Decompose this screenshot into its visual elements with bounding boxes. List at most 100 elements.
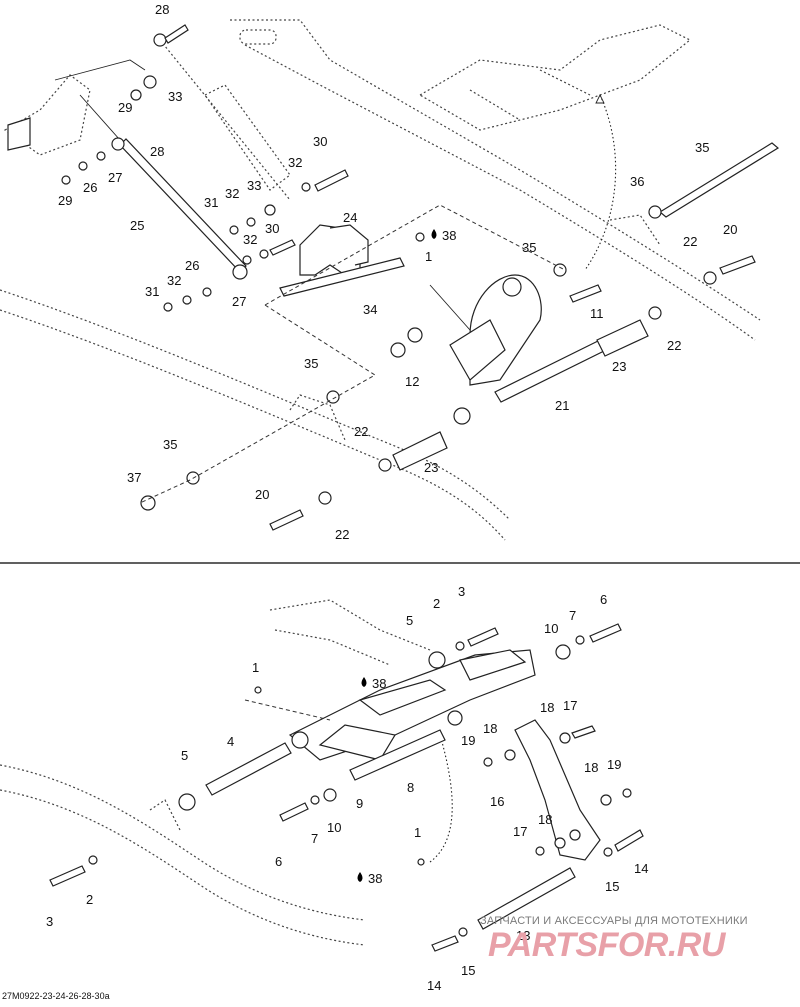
top-part-label: 37 <box>127 470 141 485</box>
top-part-label: 33 <box>168 89 182 104</box>
bottom-part-label: 18 <box>483 721 497 736</box>
lubricant-drop-icon <box>431 229 437 239</box>
top-part-label: 27 <box>108 170 122 185</box>
top-part-label: 20 <box>723 222 737 237</box>
bottom-part-labels: 3 2 5 10 7 6 1 38 4 5 18 17 19 18 8 9 10 7 6 16 18 19 1 17 18 38 3… <box>46 584 648 993</box>
link-plate <box>514 719 601 861</box>
top-part-label: 22 <box>683 234 697 249</box>
bottom-part-label: 15 <box>605 879 619 894</box>
watermark-text: ЗАПЧАСТИ И АКСЕССУАРЫ ДЛЯ МОТОТЕХНИКИ <box>480 915 748 927</box>
top-part-label: 36 <box>630 174 644 189</box>
bottom-part-label: 19 <box>461 733 475 748</box>
top-part-label: 22 <box>335 527 349 542</box>
top-part-label: 29 <box>58 193 72 208</box>
top-part-label: 30 <box>313 134 327 149</box>
bottom-part-label: 8 <box>407 780 414 795</box>
top-part-label: 31 <box>204 195 218 210</box>
bottom-part-label: 9 <box>356 796 363 811</box>
top-part-label: 26 <box>83 180 97 195</box>
top-part-label: 27 <box>232 294 246 309</box>
bottom-fasteners <box>49 623 644 952</box>
bottom-part-label: 17 <box>513 824 527 839</box>
bottom-part-label: 10 <box>327 820 341 835</box>
top-fasteners <box>61 24 756 531</box>
bottom-part-label: 2 <box>433 596 440 611</box>
bottom-part-label: 6 <box>600 592 607 607</box>
rail-left-top <box>0 289 511 541</box>
bottom-part-label: 14 <box>634 861 648 876</box>
bottom-part-label: 1 <box>252 660 259 675</box>
top-part-label: 35 <box>163 437 177 452</box>
top-part-label: 32 <box>225 186 239 201</box>
top-part-label: 20 <box>255 487 269 502</box>
bottom-part-label: 5 <box>181 748 188 763</box>
bottom-assembly-lines <box>244 699 453 863</box>
top-part-label: 22 <box>667 338 681 353</box>
top-part-label: 35 <box>522 240 536 255</box>
shock-absorber-ghost <box>159 39 291 201</box>
watermark-logo: PARTSFOR.RU <box>488 926 725 964</box>
bracket-assembly <box>3 59 146 156</box>
top-part-label: 35 <box>304 356 318 371</box>
bottom-part-label: 18 <box>538 812 552 827</box>
bottom-part-label: 5 <box>406 613 413 628</box>
top-part-labels: 2829332827262925303233323124381303226323… <box>58 2 737 542</box>
top-part-label: 38 <box>442 228 456 243</box>
bottom-part-label: 3 <box>46 914 53 929</box>
bottom-part-label: 7 <box>569 608 576 623</box>
front-arm-assembly <box>288 649 536 761</box>
top-part-label: 33 <box>247 178 261 193</box>
top-part-label: 1 <box>425 249 432 264</box>
top-part-label: 25 <box>130 218 144 233</box>
bottom-part-label: 1 <box>414 825 421 840</box>
top-part-label: 11 <box>590 306 604 321</box>
top-part-label: 24 <box>343 210 357 225</box>
top-part-label: 32 <box>243 232 257 247</box>
top-part-label: 22 <box>354 424 368 439</box>
top-assembly-lines <box>139 204 566 504</box>
top-part-label: 23 <box>612 359 626 374</box>
bottom-part-label: 6 <box>275 854 282 869</box>
bottom-part-label: 18 <box>584 760 598 775</box>
top-part-label: 31 <box>145 284 159 299</box>
lubricant-drop-icon <box>357 872 363 882</box>
top-part-label: 26 <box>185 258 199 273</box>
bottom-part-label: 10 <box>544 621 558 636</box>
bottom-part-label: 3 <box>458 584 465 599</box>
bottom-part-label: 19 <box>607 757 621 772</box>
bottom-part-label: 2 <box>86 892 93 907</box>
top-part-label: 30 <box>265 221 279 236</box>
top-part-label: 29 <box>118 100 132 115</box>
top-part-label: 34 <box>363 302 377 317</box>
long-axle <box>658 142 780 218</box>
top-part-label: 21 <box>555 398 569 413</box>
top-part-label: 12 <box>405 374 419 389</box>
bottom-part-label: 15 <box>461 963 475 978</box>
lubricant-drop-icon <box>361 677 367 687</box>
top-part-label: 28 <box>150 144 164 159</box>
rail-right-bottom <box>269 599 431 666</box>
shaft-part <box>279 257 405 297</box>
pivot-bracket <box>299 224 369 276</box>
rod-part <box>119 138 247 273</box>
top-part-label: 35 <box>695 140 709 155</box>
diagram-code: 27M0922-23-24-26-28-30a <box>2 991 110 1001</box>
bottom-part-label: 38 <box>372 676 386 691</box>
bottom-shafts <box>205 729 576 930</box>
bottom-part-label: 14 <box>427 978 441 993</box>
bottom-part-label: 17 <box>563 698 577 713</box>
rail-left-bottom <box>0 764 366 946</box>
bottom-part-label: 7 <box>311 831 318 846</box>
bottom-part-label: 4 <box>227 734 234 749</box>
rail-right-top <box>230 19 761 341</box>
bottom-part-label: 38 <box>368 871 382 886</box>
rear-shock <box>449 274 542 386</box>
bottom-part-label: 18 <box>540 700 554 715</box>
front-arm-ghost <box>418 24 692 271</box>
top-part-label: 23 <box>424 460 438 475</box>
bottom-part-label: 13 <box>516 928 530 943</box>
top-part-label: 28 <box>155 2 169 17</box>
top-part-label: 32 <box>288 155 302 170</box>
bottom-part-label: 16 <box>490 794 504 809</box>
